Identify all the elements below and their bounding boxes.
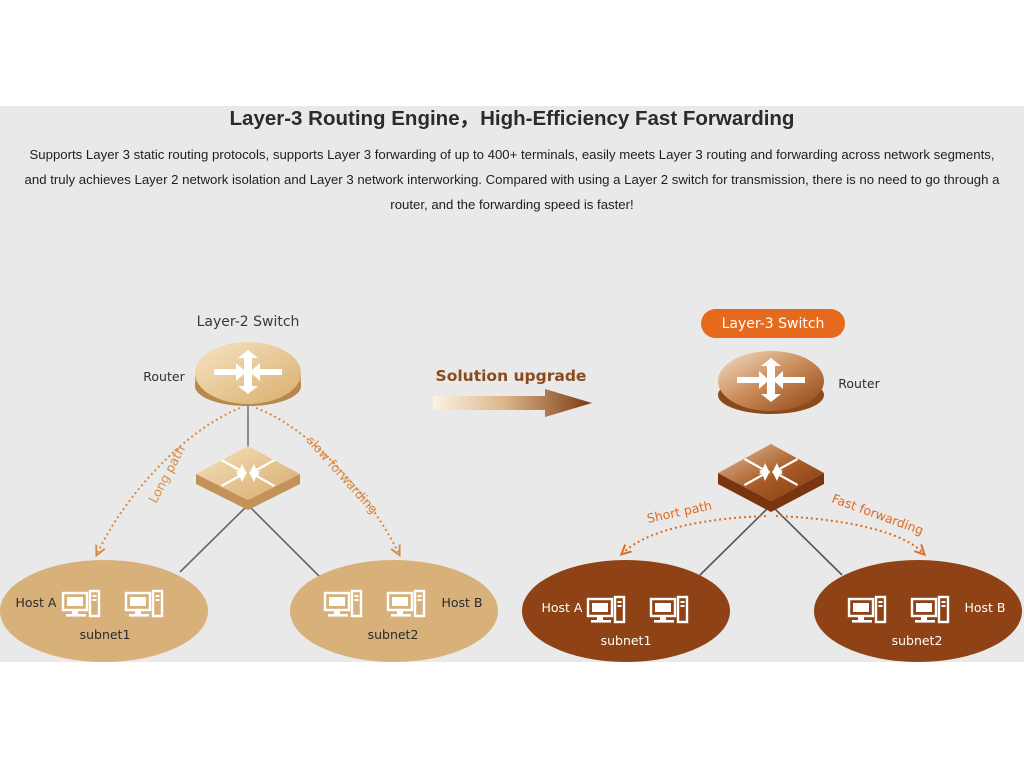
upgrade-arrow: Solution upgrade <box>433 367 592 417</box>
right-host-a-label: Host A <box>542 600 583 615</box>
left-host-a-label: Host A <box>16 595 57 610</box>
left-router-label: Router <box>143 369 185 384</box>
left-subnet2-label: subnet2 <box>368 627 419 642</box>
description-line-1: Supports Layer 3 static routing protocol… <box>29 147 995 162</box>
right-subnet2-label: subnet2 <box>892 633 943 648</box>
layer3-switch-badge <box>701 309 845 338</box>
right-host-b-label: Host B <box>964 600 1005 615</box>
description-line-2: and truly achieves Layer 2 network isola… <box>24 172 1000 187</box>
right-diagram: Layer-3 Switch Router <box>522 309 1022 662</box>
left-diagram: Layer-2 Switch Router <box>0 314 498 662</box>
slow-forwarding-label: slow forwarding <box>304 433 381 517</box>
switch-subnet1-link <box>179 504 249 573</box>
left-host-b-label: Host B <box>441 595 482 610</box>
switch-icon <box>196 446 300 510</box>
description-line-3: router, and the forwarding speed is fast… <box>390 197 634 212</box>
long-path-arrow <box>98 407 241 552</box>
upgrade-label: Solution upgrade <box>436 367 587 385</box>
short-path-label: Short path <box>646 498 714 526</box>
right-subnet1-ellipse <box>522 560 730 662</box>
left-subnet1-ellipse <box>0 560 208 662</box>
layer3-switch-label: Layer-3 Switch <box>722 316 825 332</box>
left-subnet1-label: subnet1 <box>80 627 131 642</box>
upgrade-arrow-icon <box>433 389 592 417</box>
router-icon <box>718 351 824 414</box>
right-router-label: Router <box>838 376 880 391</box>
diagram-panel <box>0 106 1024 662</box>
layer2-switch-label: Layer-2 Switch <box>197 314 300 330</box>
right-subnet1-label: subnet1 <box>601 633 652 648</box>
page-title: Layer-3 Routing Engine，High-Efficiency F… <box>229 107 795 130</box>
fast-forwarding-label: Fast forwarding <box>830 491 926 538</box>
short-path-arrow <box>624 515 767 552</box>
description: Supports Layer 3 static routing protocol… <box>0 142 1024 217</box>
slow-forwarding-arrow <box>255 407 398 552</box>
switch-icon <box>718 444 824 512</box>
switch-subnet2-link <box>247 504 321 578</box>
router-icon <box>195 342 301 406</box>
